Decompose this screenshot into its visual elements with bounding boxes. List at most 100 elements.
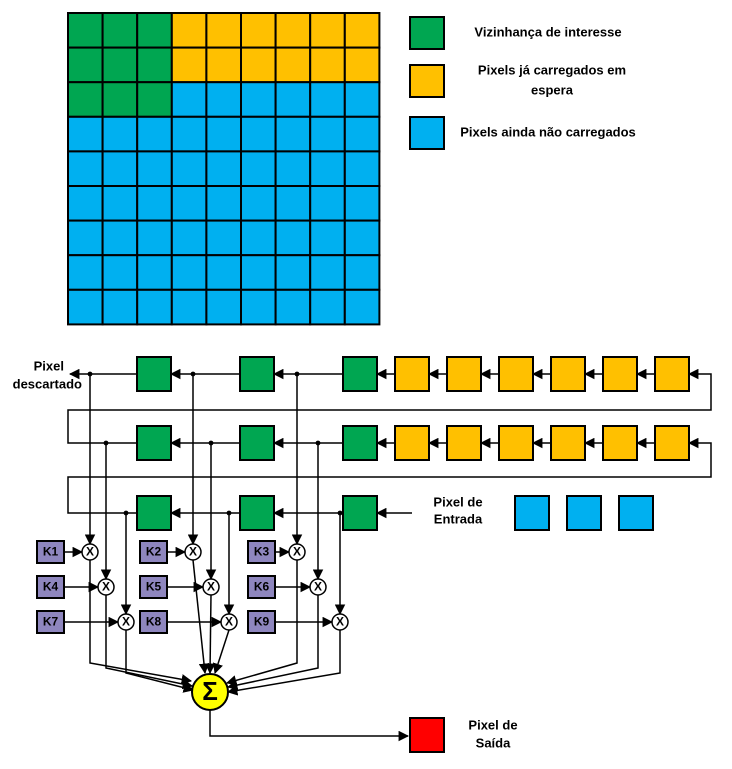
legend-label: Vizinhança de interesse — [474, 24, 621, 39]
legend-swatch-yellow — [409, 64, 445, 98]
grid-cell-blue — [205, 288, 242, 326]
grid-cell-blue — [309, 288, 346, 326]
multiplier-symbol: X — [122, 615, 130, 629]
grid-cell-blue — [101, 185, 139, 222]
kernel-label: K8 — [146, 615, 162, 629]
grid-cell-yellow — [240, 46, 277, 84]
grid-cell-blue — [170, 219, 208, 257]
multiplier-symbol: X — [86, 545, 94, 559]
output-pixel-label: Pixel de — [468, 717, 517, 732]
grid-cell-blue — [205, 219, 242, 257]
grid-cell-blue — [170, 254, 208, 291]
grid-cell-blue — [170, 115, 208, 153]
grid-cell-yellow — [343, 46, 381, 84]
output-pixel-label: Saída — [476, 735, 511, 750]
wire — [192, 559, 210, 675]
grid-cell-blue — [205, 254, 242, 291]
grid-cell-blue — [67, 288, 104, 326]
multiplier-symbol: X — [189, 545, 197, 559]
grid-cell-green — [67, 81, 104, 118]
grid-cell-blue — [101, 254, 139, 291]
multiplier-symbol: X — [293, 545, 301, 559]
multiplier-symbol: X — [102, 580, 110, 594]
grid-cell-blue — [343, 185, 381, 222]
kernel-coefficient-box — [247, 610, 276, 634]
legend-swatch-blue — [409, 116, 445, 150]
pipeline-row1-yellow — [550, 356, 586, 392]
grid-cell-blue — [205, 115, 242, 153]
grid-cell-blue — [67, 150, 104, 187]
grid-cell-blue — [309, 219, 346, 257]
pipeline-row2-yellow — [602, 425, 638, 461]
kernel-coefficient-box — [247, 540, 276, 564]
grid-cell-green — [136, 81, 173, 118]
grid-cell-blue — [170, 185, 208, 222]
wire — [226, 630, 341, 696]
input-queue-blue — [514, 495, 550, 531]
pipeline-row1-yellow — [446, 356, 482, 392]
multiplier-node — [309, 578, 327, 596]
grid-cell-green — [67, 46, 104, 84]
multiplier-symbol: X — [314, 580, 322, 594]
legend-label: Pixels ainda não carregados — [460, 124, 636, 139]
grid-cell-blue — [101, 288, 139, 326]
grid-cell-blue — [67, 115, 104, 153]
wire — [105, 595, 194, 690]
kernel-label: K6 — [254, 580, 270, 594]
multiplier-symbol: X — [336, 615, 344, 629]
discarded-pixel-label: Pixel — [34, 358, 64, 373]
grid-cell-blue — [343, 115, 381, 153]
input-pixel-label: Pixel de — [433, 494, 482, 509]
pipeline-row1-green — [239, 356, 275, 392]
pipeline-row2-yellow — [498, 425, 534, 461]
multiplier-symbol: X — [225, 615, 233, 629]
grid-cell-green — [101, 12, 139, 49]
grid-cell-blue — [274, 219, 312, 257]
grid-cell-blue — [101, 115, 139, 153]
grid-cell-blue — [274, 254, 312, 291]
kernel-label: K3 — [254, 545, 270, 559]
wire — [67, 437, 712, 514]
grid-cell-blue — [170, 288, 208, 326]
wire — [125, 630, 195, 693]
input-queue-blue — [566, 495, 602, 531]
grid-cell-blue — [343, 219, 381, 257]
pipeline-row2-yellow — [394, 425, 430, 461]
input-pixel-label: Entrada — [434, 511, 483, 526]
multiplier-node — [331, 613, 349, 631]
pipeline-row1-yellow — [654, 356, 690, 392]
grid-cell-yellow — [205, 46, 242, 84]
grid-cell-blue — [240, 288, 277, 326]
kernel-coefficient-box — [36, 540, 65, 564]
grid-cell-yellow — [170, 12, 208, 49]
grid-cell-yellow — [343, 12, 381, 49]
kernel-label: K1 — [43, 545, 59, 559]
grid-cell-blue — [274, 288, 312, 326]
kernel-label: K5 — [146, 580, 162, 594]
pipeline-row2-green — [239, 425, 275, 461]
grid-cell-blue — [67, 185, 104, 222]
grid-cell-yellow — [170, 46, 208, 84]
grid-cell-blue — [274, 81, 312, 118]
multiplier-node — [288, 543, 306, 561]
discarded-pixel-label: descartado — [13, 376, 82, 391]
grid-cell-blue — [240, 115, 277, 153]
grid-cell-blue — [67, 254, 104, 291]
grid-cell-blue — [170, 150, 208, 187]
grid-cell-blue — [170, 81, 208, 118]
grid-cell-yellow — [205, 12, 242, 49]
grid-cell-green — [101, 46, 139, 84]
grid-cell-blue — [240, 81, 277, 118]
wire — [89, 560, 193, 685]
legend-label: Pixels já carregados em — [478, 62, 626, 77]
grid-cell-blue — [101, 219, 139, 257]
pipeline-row2-green — [342, 425, 378, 461]
kernel-label: K2 — [146, 545, 162, 559]
grid-cell-green — [101, 81, 139, 118]
grid-cell-yellow — [309, 12, 346, 49]
grid-cell-blue — [343, 288, 381, 326]
